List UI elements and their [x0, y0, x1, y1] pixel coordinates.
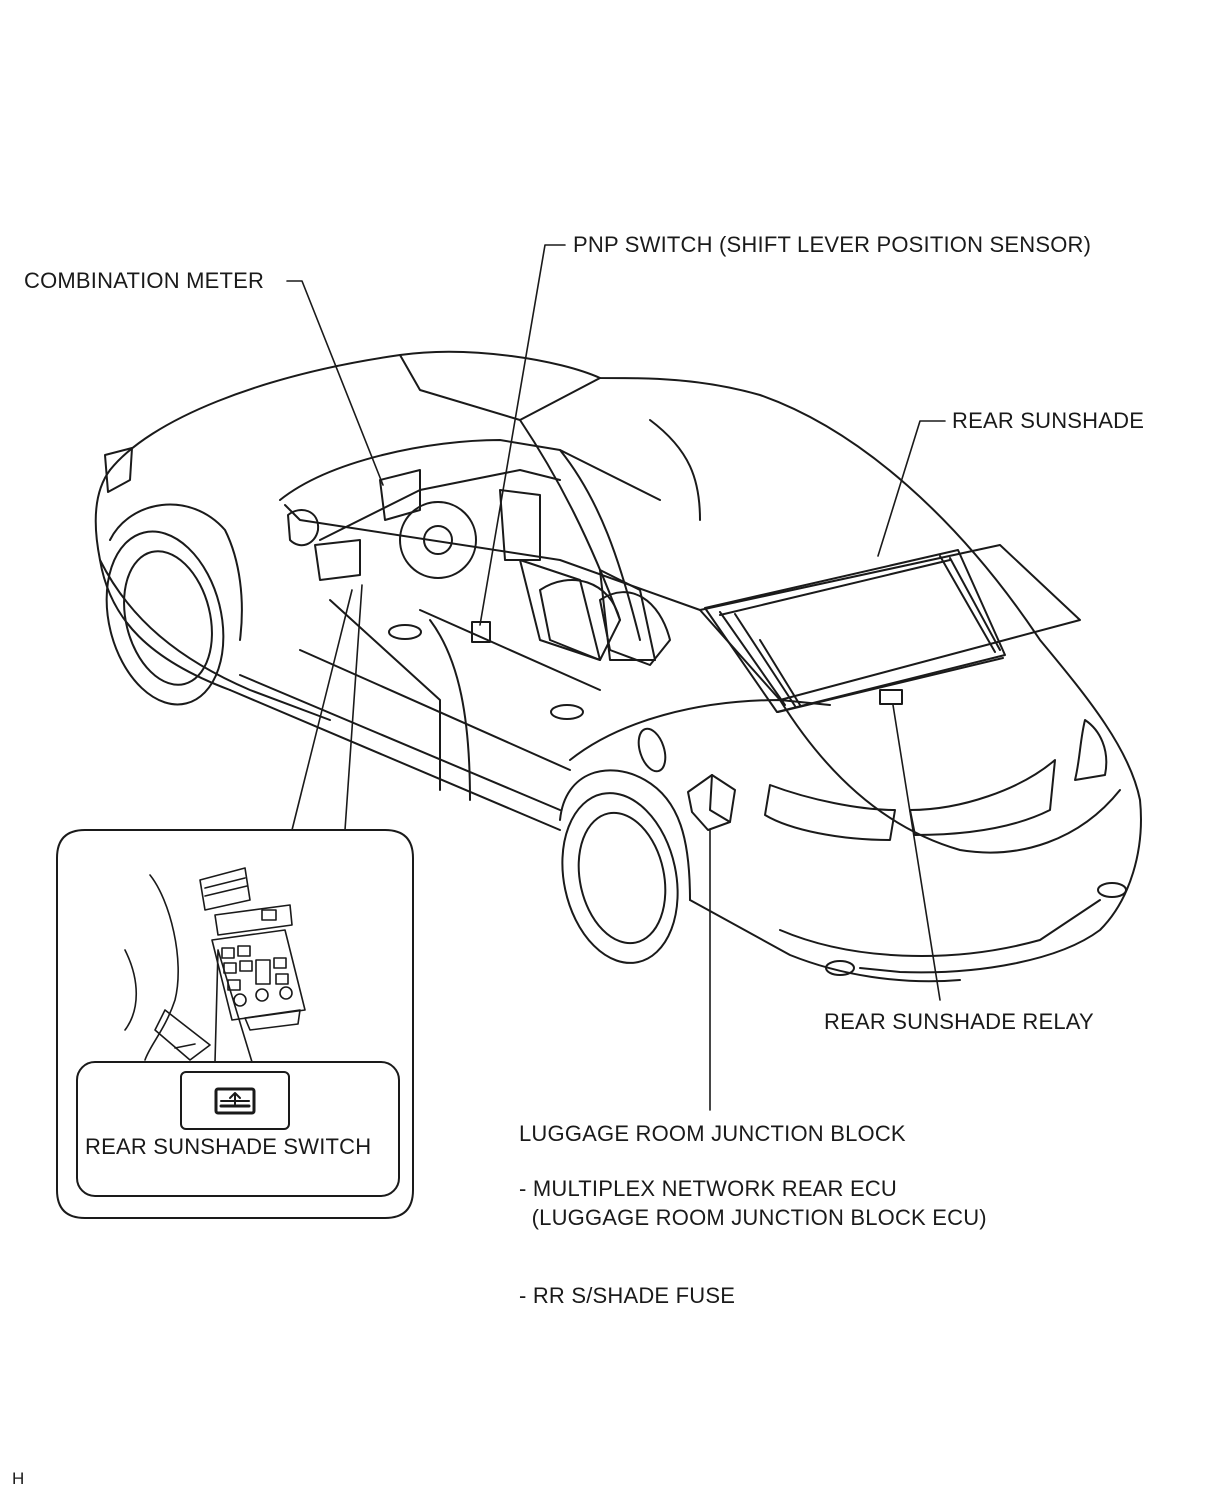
multiplex-network-rear-ecu-label: - MULTIPLEX NETWORK REAR ECU: [519, 1176, 898, 1201]
combination-meter-label: COMBINATION METER: [24, 268, 265, 293]
rear-sunshade-switch-label: REAR SUNSHADE SWITCH: [85, 1134, 372, 1159]
luggage-room-junction-block-ecu-label: (LUGGAGE ROOM JUNCTION BLOCK ECU): [519, 1205, 987, 1230]
rr-shade-fuse-label: - RR S/SHADE FUSE: [519, 1283, 736, 1308]
switch-callout-box: [76, 1061, 400, 1197]
rear-sunshade-relay-label: REAR SUNSHADE RELAY: [824, 1009, 1094, 1034]
corner-mark: H: [12, 1469, 25, 1488]
inset-interior-drawing: [124, 867, 306, 1061]
rear-sunshade-switch-icon: [214, 1087, 256, 1115]
rear-sunshade-frame: [704, 549, 1006, 713]
switch-icon-box: [180, 1071, 290, 1130]
pnp-switch-label: PNP SWITCH (SHIFT LEVER POSITION SENSOR): [573, 232, 1092, 257]
inset-panel: [56, 829, 414, 1219]
car-illustration: [94, 350, 1142, 983]
leader-lines: [286, 244, 946, 1111]
rear-sunshade-label: REAR SUNSHADE: [952, 408, 1145, 433]
luggage-room-junction-block-label: LUGGAGE ROOM JUNCTION BLOCK: [519, 1121, 906, 1146]
